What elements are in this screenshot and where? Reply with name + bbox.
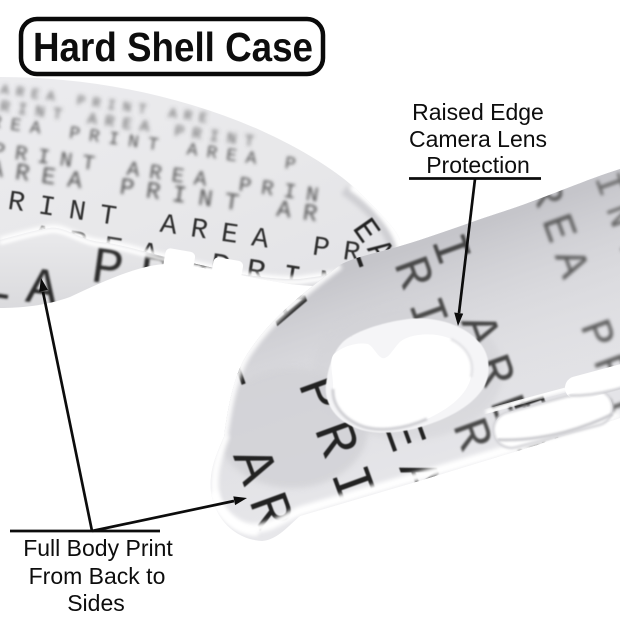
- svg-text:From Back to: From Back to: [29, 563, 166, 589]
- svg-text:Hard Shell Case: Hard Shell Case: [33, 24, 313, 70]
- svg-text:Protection: Protection: [426, 152, 530, 178]
- svg-text:Raised Edge: Raised Edge: [412, 99, 544, 125]
- svg-text:Camera Lens: Camera Lens: [409, 126, 547, 152]
- svg-text:Sides: Sides: [67, 590, 125, 616]
- svg-text:Full Body Print: Full Body Print: [23, 535, 173, 561]
